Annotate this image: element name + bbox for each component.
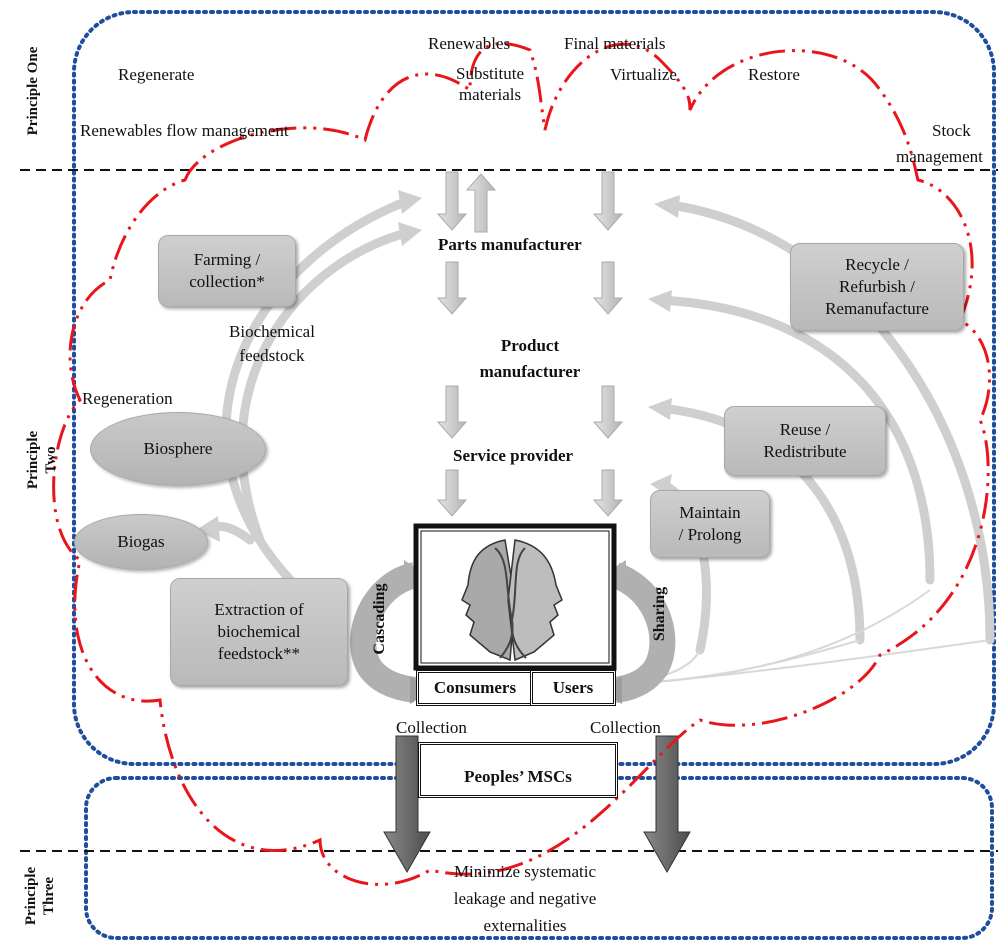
collection-arrows (383, 735, 691, 874)
msc-label: Peoples’ MSCs (464, 767, 572, 786)
service-provider-label: Service provider (453, 446, 574, 465)
product-manufacturer-label: Product manufacturer (479, 336, 581, 381)
chain-arrows (436, 171, 624, 517)
renewables-label: Renewables (428, 34, 511, 53)
principle-two-label: Principle Two (25, 430, 59, 490)
farming-collection-box: Farming / collection* (158, 235, 296, 307)
users-box: Users (530, 670, 616, 706)
janus-head-image (461, 539, 563, 662)
reuse-redistribute-box: Reuse / Redistribute (724, 406, 886, 476)
parts-manufacturer-label: Parts manufacturer (438, 235, 582, 254)
biochemical-feedstock-label: Biochemical feedstock (229, 322, 315, 365)
restore-label: Restore (748, 65, 800, 84)
sharing-label: Sharing (651, 586, 668, 642)
leakage-label: Minimize systematic leakage and negative… (453, 862, 597, 935)
regenerate-label: Regenerate (118, 65, 195, 84)
collection-left-label: Collection (396, 718, 467, 737)
collection-right-label: Collection (590, 718, 661, 737)
flow-arrows (205, 195, 995, 655)
recycle-refurbish-box: Recycle / Refurbish / Remanufacture (790, 243, 964, 331)
biosphere-ellipse: Biosphere (90, 412, 266, 486)
cascading-label: Cascading (371, 583, 388, 655)
regeneration-label: Regeneration (82, 389, 173, 408)
principle-one-label: Principle One (25, 46, 41, 136)
biogas-ellipse: Biogas (74, 514, 208, 570)
substitute-materials-label: Substitute materials (455, 64, 524, 104)
flow-arrowheads (196, 190, 680, 542)
red-boundary-loop (52, 42, 991, 886)
principle-three-label: Principle Three (23, 866, 57, 926)
renewables-flow-label: Renewables flow management (80, 121, 289, 140)
virtualize-label: Virtualize (610, 65, 677, 84)
msc-box (418, 742, 618, 798)
extraction-feedstock-box: Extraction of biochemical feedstock** (170, 578, 348, 686)
stock-label: Stock (932, 121, 971, 140)
consumers-box: Consumers (416, 670, 534, 706)
management-label: management (896, 147, 983, 166)
maintain-prolong-box: Maintain / Prolong (650, 490, 770, 558)
final-materials-label: Final materials (564, 34, 666, 53)
